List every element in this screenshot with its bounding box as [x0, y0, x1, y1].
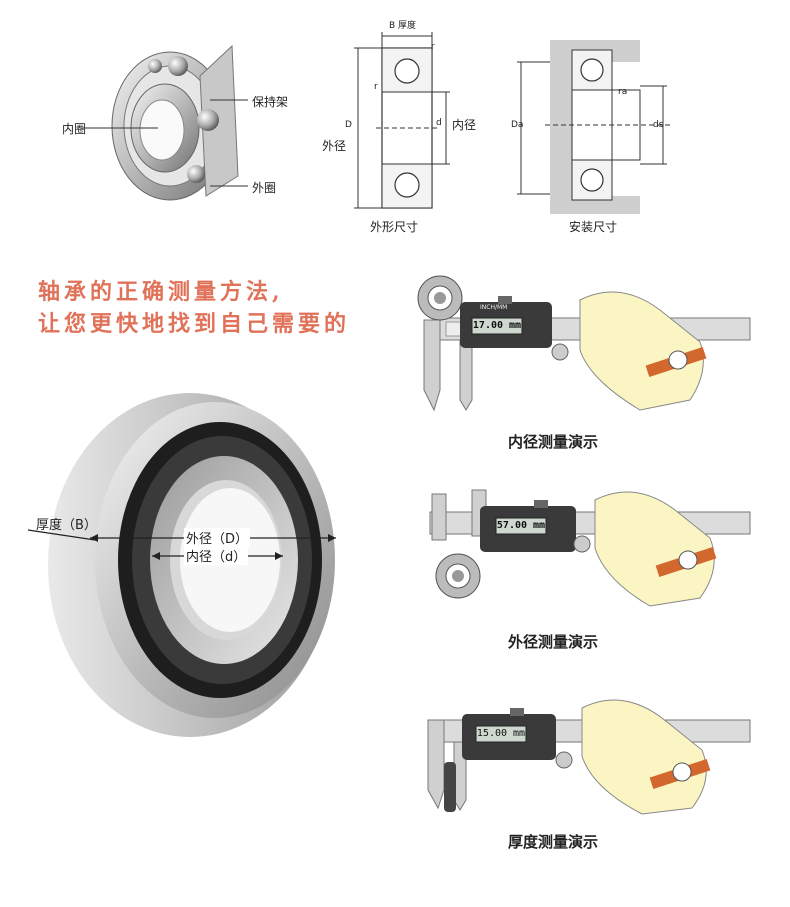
caliper-demo-outer-drawing: [429, 489, 751, 607]
label-inner-ring: 内圈: [62, 122, 87, 136]
label-D: D: [345, 120, 352, 130]
caliper-demo-thickness: [410, 690, 760, 820]
headline: 轴承的正确测量方法, 让您更快地找到自己需要的: [38, 276, 398, 340]
photo-label-outer-diameter: 外径（D）: [184, 528, 251, 547]
bearing-cutaway-figure: [60, 36, 320, 206]
caption-shape-dimensions: 外形尺寸: [370, 220, 419, 234]
caliper-display-thickness: 15.00 mm: [476, 728, 526, 739]
caliper-unit-inner: INCH/MM: [480, 304, 508, 311]
label-r-left: r: [374, 82, 378, 92]
caliper-demo-outer: [410, 480, 760, 620]
label-r-top: r: [431, 42, 435, 52]
label-ds: ds: [653, 120, 664, 130]
caliper-demo-inner: [410, 260, 760, 420]
label-inner-diameter: 内径: [452, 118, 477, 132]
shape-dimensions-drawing: [354, 32, 450, 209]
label-cage: 保持架: [252, 95, 289, 109]
install-dimensions-drawing: [517, 40, 670, 214]
caption-outer-demo: 外径测量演示: [508, 633, 599, 651]
caliper-display-outer: 57.00 mm: [496, 520, 546, 531]
caption-install-dimensions: 安装尺寸: [569, 220, 618, 234]
bearing-photo: [40, 385, 350, 765]
label-Da: Da: [511, 120, 524, 130]
headline-line-1: 轴承的正确测量方法,: [38, 279, 284, 305]
caliper-demo-thickness-drawing: [427, 699, 751, 815]
shape-dimensions-diagram: [320, 14, 480, 214]
label-outer-diameter: 外径: [322, 139, 347, 153]
bearing-photo-drawing: [48, 393, 335, 737]
caliper-display-inner: 17.00 mm: [472, 320, 522, 331]
bearing-cutaway-illustration: [80, 44, 248, 201]
label-thickness-B: B 厚度: [389, 21, 417, 31]
label-ra: ra: [618, 87, 628, 97]
caption-inner-demo: 内径测量演示: [508, 433, 599, 451]
photo-label-inner-diameter: 内径（d）: [184, 546, 249, 565]
install-dimensions-diagram: [505, 34, 675, 214]
label-outer-ring: 外圈: [252, 181, 277, 195]
caliper-demo-inner-drawing: [417, 275, 751, 412]
headline-line-2: 让您更快地找到自己需要的: [38, 311, 351, 337]
label-d: d: [436, 118, 442, 128]
caption-thickness-demo: 厚度测量演示: [508, 833, 599, 851]
photo-label-thickness: 厚度（B）: [36, 518, 97, 533]
